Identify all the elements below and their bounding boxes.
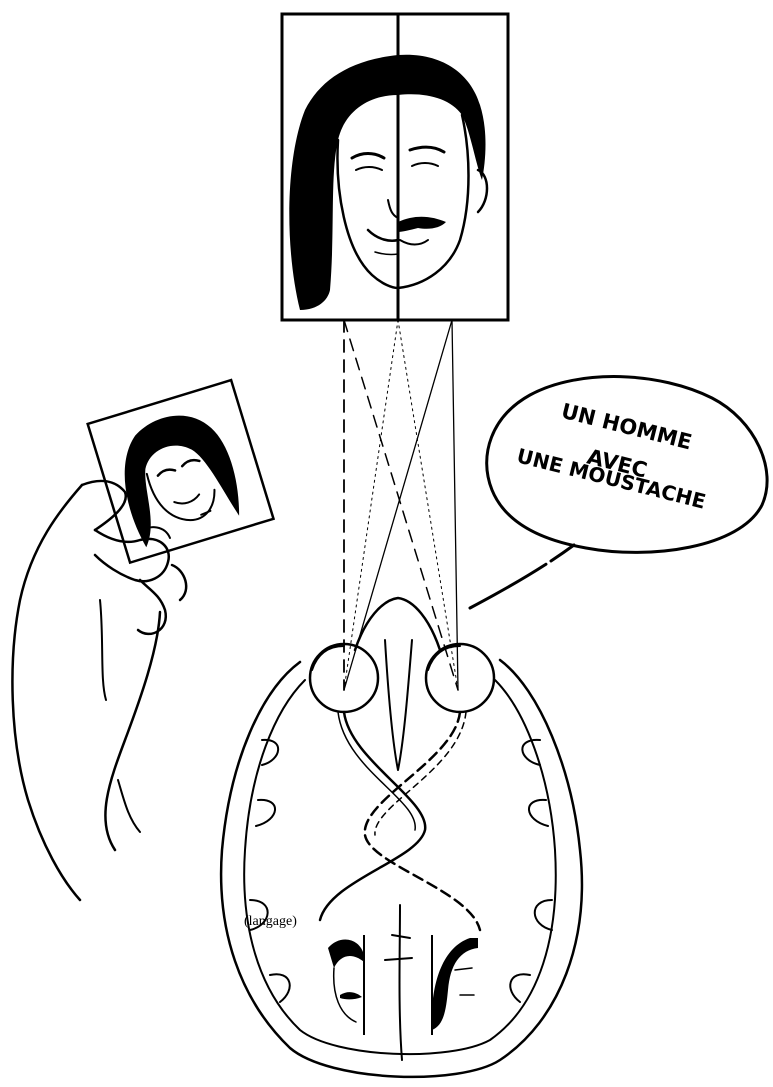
right-optic-pathway-dashed — [365, 712, 480, 930]
left-optic-pathway-solid — [320, 712, 425, 920]
language-label: (langage) — [244, 914, 297, 929]
speech-line-1: UN HOMME — [559, 399, 694, 455]
left-hemisphere-man-image — [322, 935, 364, 1035]
speech-bubble: UN HOMME AVEC UNE MOUSTACHE — [470, 377, 767, 608]
brain-top-view: (langage) — [221, 598, 582, 1077]
selected-photo-card — [88, 380, 274, 563]
chimeric-face-stimulus — [282, 14, 508, 320]
right-hemisphere-woman-image — [432, 935, 478, 1035]
hand-holding-photo — [12, 380, 273, 900]
